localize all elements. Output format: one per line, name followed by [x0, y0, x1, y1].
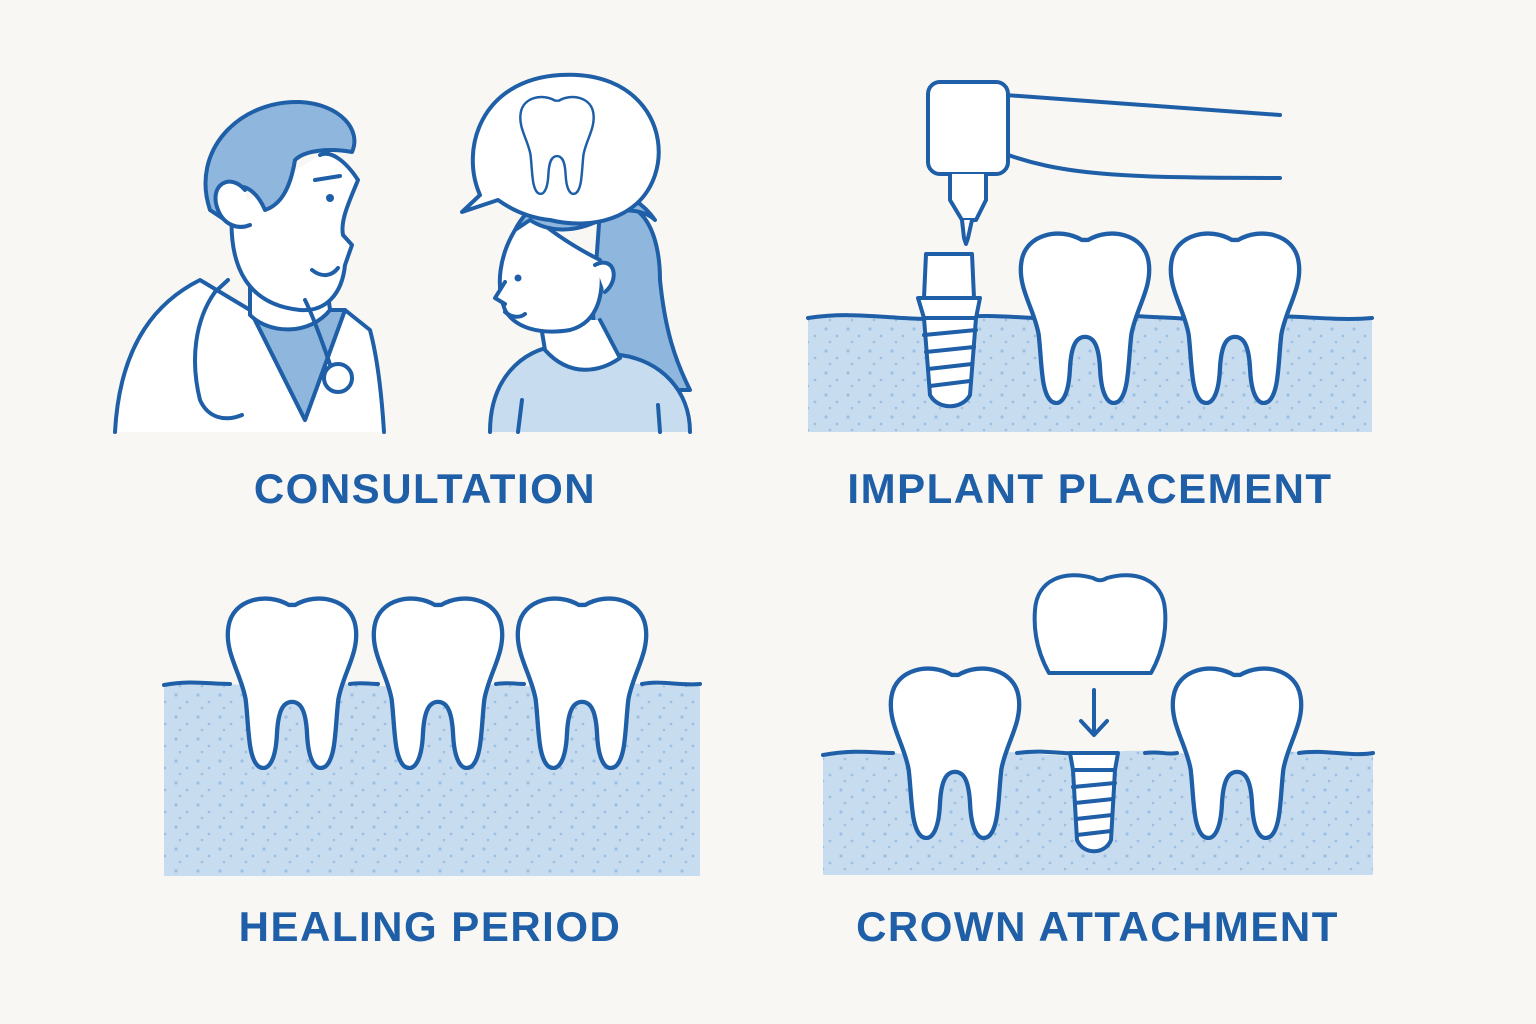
consultation-illustration: [113, 72, 692, 434]
step-consultation: CONSULTATION: [100, 60, 750, 520]
speech-bubble-tooth-icon: [460, 72, 661, 226]
implant-icon: [916, 252, 982, 409]
step-caption: IMPLANT PLACEMENT: [847, 465, 1333, 512]
crown-icon: [1032, 573, 1168, 675]
down-arrow-icon: [1079, 688, 1109, 737]
crown-attachment-illustration: [821, 573, 1375, 875]
dentist-icon: [113, 99, 386, 434]
step-caption: CONSULTATION: [253, 465, 597, 512]
implant-icon: [1068, 751, 1120, 854]
gum-line: [162, 680, 702, 687]
step-implant-placement: IMPLANT PLACEMENT: [800, 60, 1380, 520]
patient-icon: [488, 185, 692, 434]
step-caption: CROWN ATTACHMENT: [856, 903, 1339, 950]
step-healing-period: HEALING PERIOD: [150, 580, 710, 980]
gum-line: [821, 749, 1375, 757]
implant-placement-illustration: [806, 80, 1374, 432]
step-crown-attachment: CROWN ATTACHMENT: [815, 565, 1380, 980]
healing-period-illustration: [162, 580, 702, 876]
dental-drill-icon: [926, 80, 1282, 246]
step-caption: HEALING PERIOD: [238, 903, 622, 950]
